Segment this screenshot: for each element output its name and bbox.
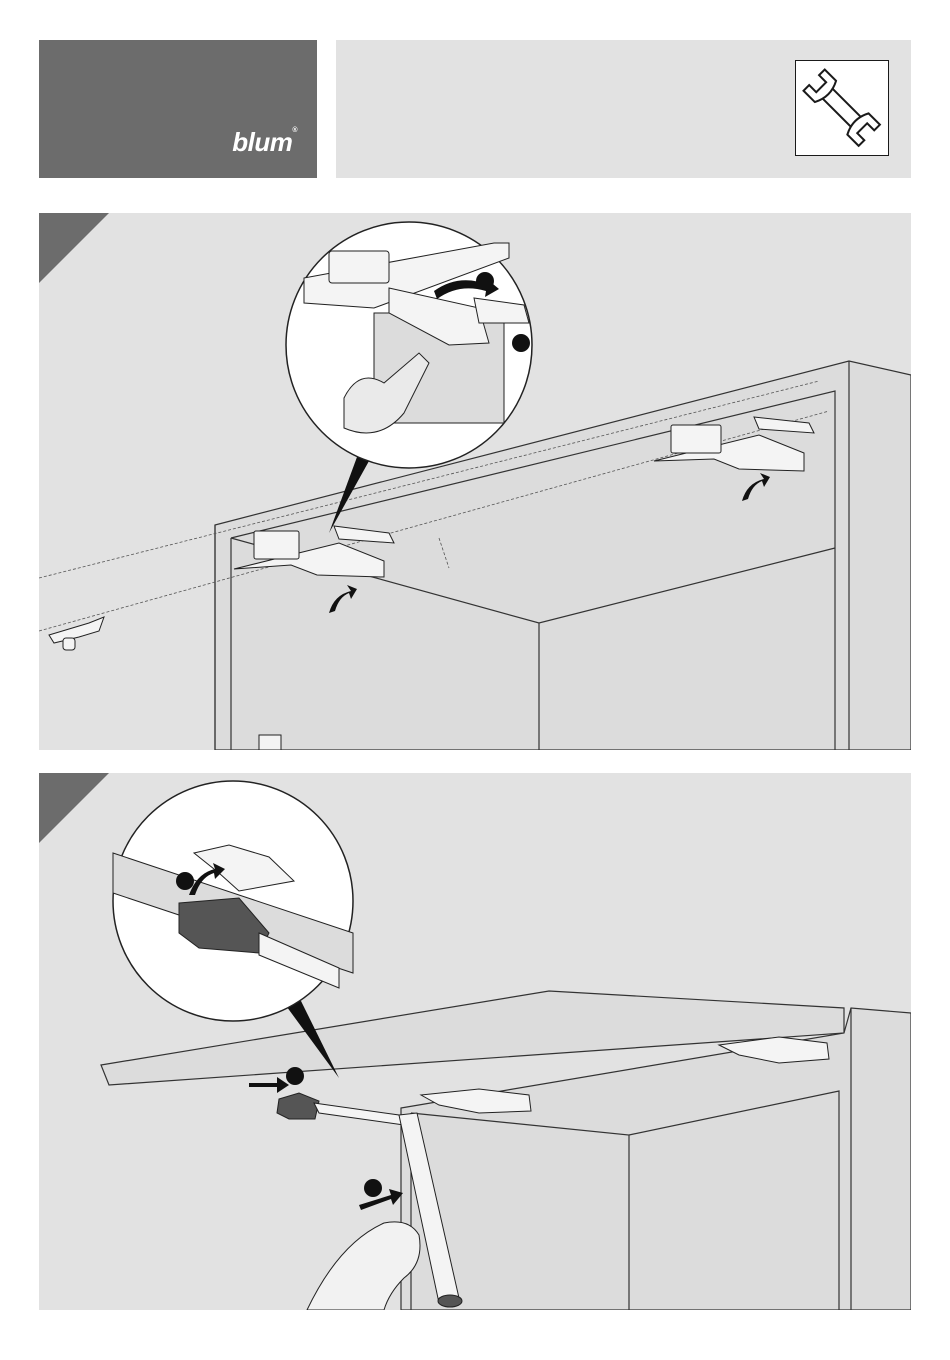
header-bar: [336, 40, 911, 178]
callout-marker-1: [476, 272, 494, 290]
door-latch: [259, 735, 281, 750]
brand-name: blum: [232, 127, 292, 157]
mounting-bracket: [49, 617, 104, 650]
wrench-icon: [796, 61, 887, 154]
registered-mark: ®: [292, 127, 297, 134]
step-panel-1: [39, 213, 911, 750]
blum-logo: blum®: [232, 127, 297, 158]
push-arrow-upper: [249, 1077, 289, 1093]
brand-box: blum®: [39, 40, 317, 178]
callout-marker-3: [286, 1067, 304, 1085]
step-panel-2: [39, 773, 911, 1310]
callout-marker-5: [176, 872, 194, 890]
callout-marker-2: [512, 334, 530, 352]
illustration-lift-arm-removal: [39, 773, 911, 1310]
step-corner-1: [39, 213, 109, 283]
step-corner-2: [39, 773, 109, 843]
illustration-hinge-removal: [39, 213, 911, 750]
callout-marker-4: [364, 1179, 382, 1197]
tool-icon-box: [795, 60, 889, 156]
